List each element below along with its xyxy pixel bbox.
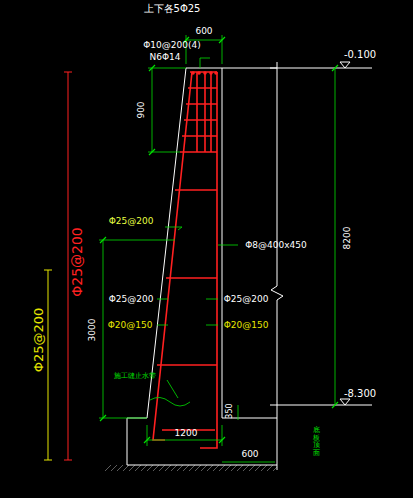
- dimension-label: 1200: [175, 429, 198, 438]
- front-bar: [153, 72, 192, 440]
- rebar-note: Φ25@200: [109, 217, 154, 226]
- wall-front: [127, 68, 277, 465]
- rebar-note: Φ25@200: [70, 227, 84, 297]
- boundary-line: [271, 62, 283, 470]
- bar-dots: [191, 71, 218, 75]
- construction-note: 底板顶面: [313, 427, 320, 458]
- dim-350: [238, 405, 239, 420]
- rebar-note: Φ20@150: [108, 321, 153, 330]
- leader-top: [200, 58, 210, 68]
- back-bar: [200, 72, 217, 448]
- dimension-label: 600: [241, 450, 258, 459]
- level-line: [270, 68, 372, 405]
- level-label: -8.300: [344, 389, 376, 399]
- rebar: [153, 72, 217, 448]
- waterstop: [150, 397, 190, 406]
- top-stirrups: [180, 72, 217, 152]
- dim-1200: [147, 425, 222, 446]
- rebar-note: Φ10@200(4): [143, 41, 200, 50]
- rebar-note: Φ20@150: [224, 321, 269, 330]
- dim-3000: [99, 240, 175, 418]
- leader-lines: [157, 227, 238, 398]
- ground-hatch: [105, 465, 277, 471]
- rebar-note: Φ25@200: [224, 295, 269, 304]
- dim-8200: [335, 68, 336, 405]
- concrete-outline: [127, 62, 372, 470]
- level-label: -0.100: [344, 50, 376, 60]
- construction-note: 施工缝止水带: [114, 373, 156, 380]
- tie-bars: [157, 190, 217, 365]
- dimension-lines: [99, 35, 335, 462]
- yellow-bracket: [44, 270, 52, 460]
- top-bars: [197, 72, 211, 152]
- rebar-note: N6Φ14: [150, 53, 181, 62]
- rebar-note: 上下各5Φ25: [144, 4, 201, 14]
- dim-600-top: [186, 35, 222, 64]
- dim-900: [148, 68, 186, 152]
- dimension-label: 900: [137, 101, 146, 118]
- dimension-label: 600: [195, 27, 212, 36]
- dimension-label: 8200: [343, 227, 352, 250]
- dimension-label: 3000: [88, 319, 97, 342]
- dimension-ticks: [100, 37, 338, 443]
- dimension-label: 350: [226, 403, 234, 418]
- rebar-note: Φ25@200: [32, 308, 45, 373]
- dim-600-bottom: [222, 462, 275, 463]
- rebar-note: Φ25@200: [109, 295, 154, 304]
- rebar-note: Φ8@400x450: [245, 241, 307, 250]
